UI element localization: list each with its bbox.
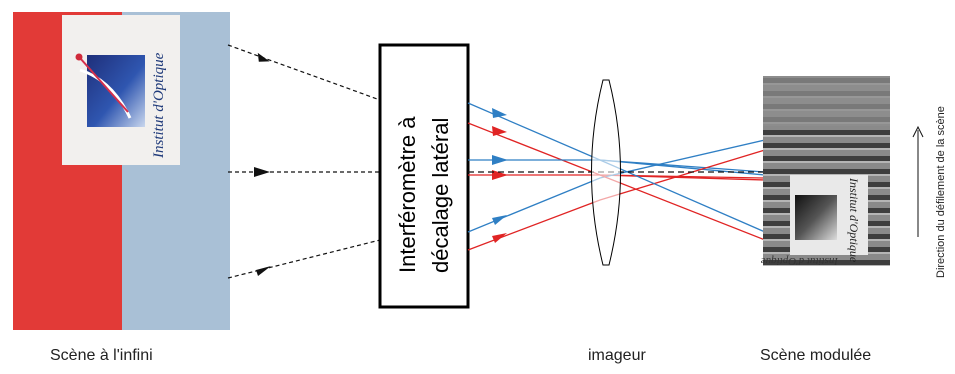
interferometer-label-line1: Interféromètre à (395, 116, 420, 273)
incoming-rays (227, 44, 381, 279)
ray-arrow-icon (492, 215, 507, 225)
modulated-scene-label: Scène modulée (760, 347, 872, 364)
scene-photo: Institut d'Optique (13, 12, 230, 330)
modulated-logo-square (795, 195, 837, 240)
ray-arrow-icon (492, 170, 508, 180)
interferometer-box (378, 43, 470, 309)
modulated-scene-image: Institut d'Optique Institut d'Optique (761, 76, 890, 267)
logo-dot-icon (75, 53, 83, 61)
ray-arrow-icon (492, 108, 507, 118)
direction-label: Direction du défilement de la scène (935, 106, 947, 278)
logo-text: Institut d'Optique (151, 52, 167, 159)
ray-arrow-icon (492, 155, 508, 165)
arrow-up-icon (912, 125, 924, 138)
imager-label: imageur (588, 347, 646, 364)
imager-lens (591, 79, 621, 266)
ray-arrow-icon (492, 126, 507, 136)
scene-label: Scène à l'infini (50, 347, 153, 364)
ray-arrow-icon (492, 233, 507, 243)
modulated-logo-text-mirror: Institut d'Optique (761, 255, 839, 267)
interferometer-label-line2: décalage latéral (428, 118, 453, 273)
modulated-logo-text: Institut d'Optique (847, 177, 861, 263)
institut-logo-square (87, 55, 145, 127)
